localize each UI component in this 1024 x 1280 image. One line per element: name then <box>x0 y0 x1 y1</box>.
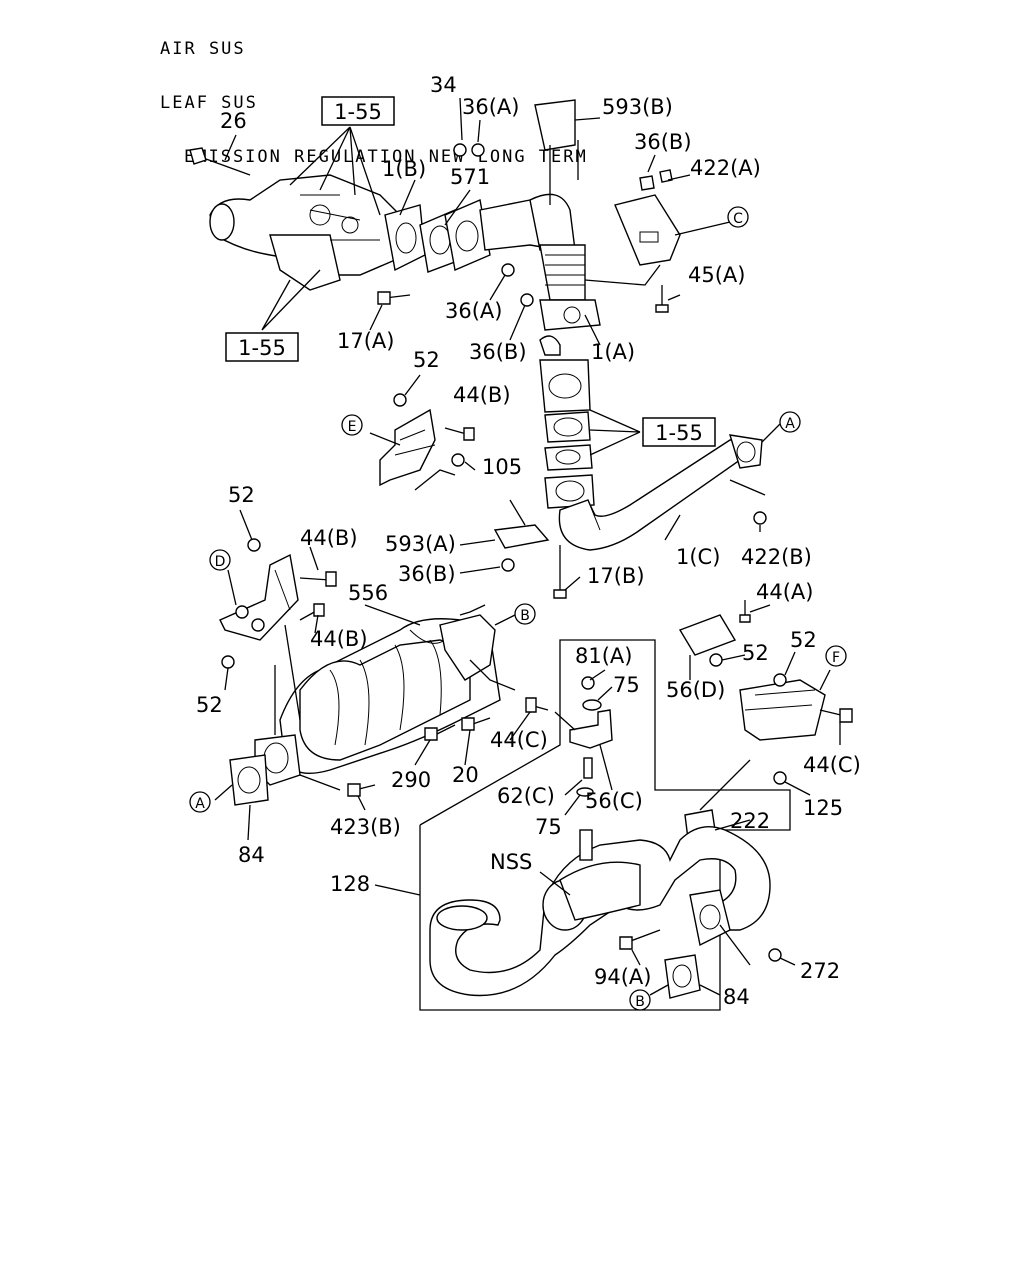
part-label: 272 <box>800 959 840 983</box>
circle-ref-a-lower: A <box>189 791 211 813</box>
svg-text:E: E <box>348 419 357 435</box>
part-label: 125 <box>803 796 843 820</box>
part-label: 34 <box>430 73 457 97</box>
part-label: 94(A) <box>594 965 651 989</box>
part-label: 1(B) <box>382 157 426 181</box>
exhaust-manifold-drawing <box>189 99 681 331</box>
part-label: 44(C) <box>490 728 548 752</box>
leader-lines-lower-right <box>374 604 841 996</box>
part-label: 593(A) <box>385 532 456 556</box>
svg-text:B: B <box>635 994 645 1010</box>
part-label: 44(B) <box>310 627 368 651</box>
svg-text:A: A <box>785 416 795 432</box>
part-label: 44(C) <box>803 753 861 777</box>
header-line-2: LEAF SUS <box>160 93 258 113</box>
tail-pipe-assembly-box <box>419 639 791 1011</box>
part-label: 52 <box>790 628 817 652</box>
part-label: 36(A) <box>445 299 502 323</box>
leader-lines-upper <box>224 97 731 346</box>
part-label: 128 <box>330 872 370 896</box>
part-label: 45(A) <box>688 263 745 287</box>
part-label: 17(A) <box>337 329 394 353</box>
circle-ref-e: E <box>341 414 363 436</box>
part-label: 81(A) <box>575 644 632 668</box>
part-label: 222 <box>730 809 770 833</box>
part-label: 36(B) <box>634 130 692 154</box>
part-label: 56(D) <box>666 678 725 702</box>
circle-ref-b-lower: B <box>629 989 651 1011</box>
boxed-reference-2[interactable]: 1-55 <box>225 332 299 362</box>
svg-text:A: A <box>195 796 205 812</box>
part-label: 422(A) <box>690 156 761 180</box>
boxed-reference-3[interactable]: 1-55 <box>642 417 716 447</box>
svg-text:D: D <box>215 554 226 570</box>
part-label: 26 <box>220 109 247 133</box>
svg-text:1-55: 1-55 <box>655 421 703 445</box>
circle-ref-b-upper: B <box>514 603 536 625</box>
part-label: 105 <box>482 455 522 479</box>
part-label: 422(B) <box>741 545 812 569</box>
part-label: 423(B) <box>330 815 401 839</box>
part-label: 1(C) <box>676 545 720 569</box>
part-label: 84 <box>723 985 750 1009</box>
part-labels: 34 36(A) 593(B) 26 1(B) 571 36(B) 422(A)… <box>196 73 861 1009</box>
part-label: 44(B) <box>300 526 358 550</box>
part-label: 56(C) <box>585 789 643 813</box>
circle-ref-a-upper: A <box>779 411 801 433</box>
part-label: 44(A) <box>756 580 813 604</box>
catalytic-converter-drawing <box>219 538 549 806</box>
circle-ref-f: F <box>825 645 847 667</box>
front-pipe-drawing <box>379 335 767 599</box>
part-label: 52 <box>413 348 440 372</box>
svg-text:C: C <box>733 211 743 227</box>
part-label: 52 <box>196 693 223 717</box>
part-label: 556 <box>348 581 388 605</box>
part-label: 20 <box>452 763 479 787</box>
part-label: 52 <box>228 483 255 507</box>
tail-pipe-drawing <box>429 600 853 999</box>
part-label: NSS <box>490 850 532 874</box>
header-line-1: AIR SUS <box>160 39 246 59</box>
svg-text:1-55: 1-55 <box>238 336 286 360</box>
leader-lines-lower-left <box>214 509 531 841</box>
part-label: 84 <box>238 843 265 867</box>
part-label: 75 <box>613 673 640 697</box>
part-label: 17(B) <box>587 564 645 588</box>
part-label: 44(B) <box>453 383 511 407</box>
part-label: 75 <box>535 815 562 839</box>
svg-text:1-55: 1-55 <box>334 100 382 124</box>
part-label: 571 <box>450 165 490 189</box>
part-label: 36(B) <box>398 562 456 586</box>
boxed-reference-1[interactable]: 1-55 <box>321 96 395 126</box>
leader-lines-middle <box>369 374 781 591</box>
part-label: 52 <box>742 641 769 665</box>
part-label: 36(A) <box>462 95 519 119</box>
svg-text:B: B <box>520 608 530 624</box>
part-label: 62(C) <box>497 784 555 808</box>
circle-ref-c: C <box>727 206 749 228</box>
part-label: 1(A) <box>591 340 635 364</box>
svg-text:F: F <box>832 650 840 666</box>
part-label: 290 <box>391 768 431 792</box>
part-label: 36(B) <box>469 340 527 364</box>
part-label: 593(B) <box>602 95 673 119</box>
circle-ref-d: D <box>209 549 231 571</box>
